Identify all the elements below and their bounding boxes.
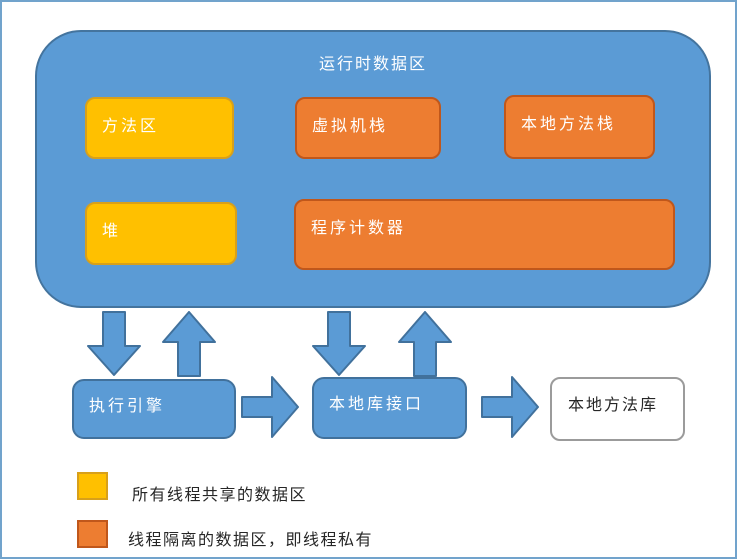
- down-arrow-icon: [312, 311, 366, 377]
- box-native-interface: 本地库接口: [312, 377, 467, 439]
- runtime-data-area-title: 运行时数据区: [318, 56, 427, 73]
- box-vm-stack: 虚拟机栈: [295, 97, 441, 159]
- right-arrow-icon: [241, 376, 299, 438]
- box-execution-engine: 执行引擎: [72, 379, 236, 439]
- box-method-area: 方法区: [85, 97, 234, 159]
- legend-label-shared: 所有线程共享的数据区: [132, 487, 308, 504]
- box-native-method-stack: 本地方法栈: [504, 95, 655, 159]
- right-arrow-icon: [481, 376, 539, 438]
- box-native-library: 本地方法库: [550, 377, 685, 441]
- legend-label-private: 线程隔离的数据区，即线程私有: [128, 532, 374, 549]
- box-heap: 堆: [85, 202, 237, 265]
- box-program-counter: 程序计数器: [294, 199, 675, 270]
- down-arrow-icon: [87, 311, 141, 377]
- legend-swatch-private: [77, 520, 108, 548]
- legend-swatch-shared: [77, 472, 108, 500]
- up-arrow-icon: [398, 311, 452, 377]
- up-arrow-icon: [162, 311, 216, 377]
